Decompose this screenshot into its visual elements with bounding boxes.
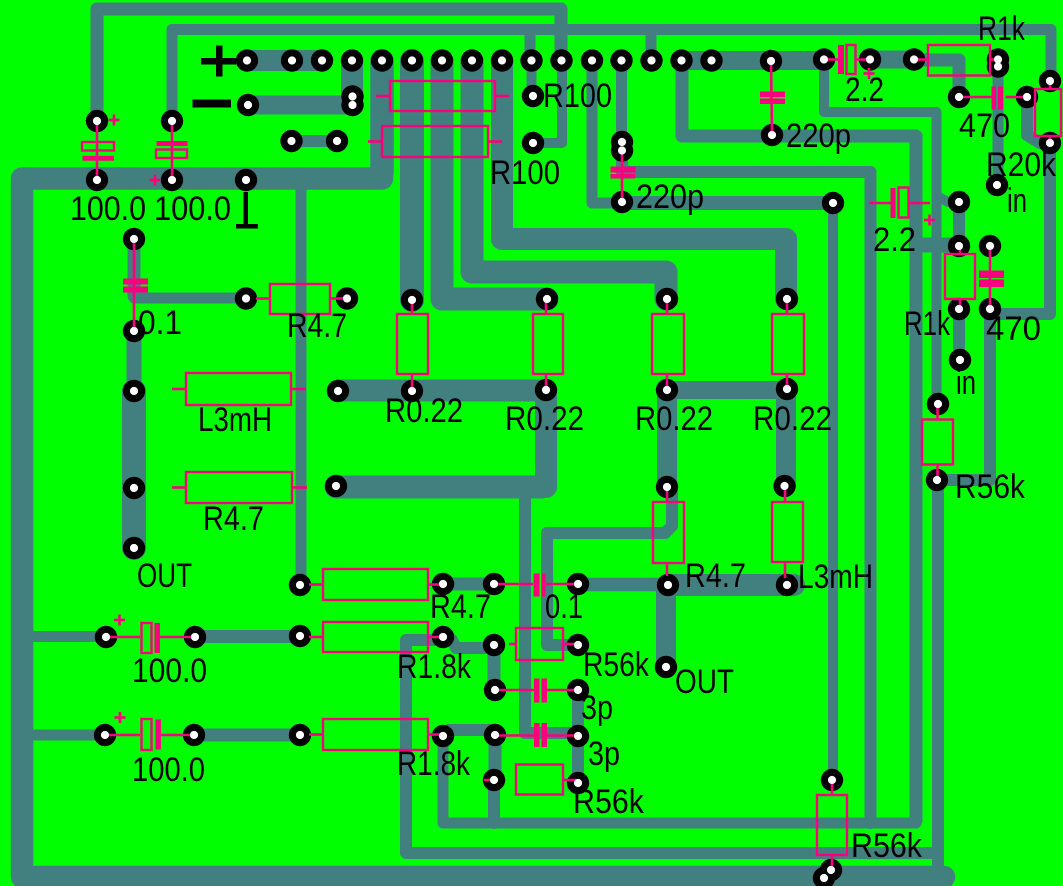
svg-text:100.0: 100.0 [70,190,146,228]
svg-text:2.2: 2.2 [845,71,884,109]
svg-text:R4.7: R4.7 [685,557,746,595]
svg-text:R56k: R56k [583,646,650,684]
svg-text:R56k: R56k [573,783,645,821]
svg-text:220p: 220p [636,178,704,216]
svg-text:OUT: OUT [675,663,734,701]
svg-text:R100: R100 [543,77,612,115]
svg-text:R100: R100 [490,154,560,192]
svg-text:100.0: 100.0 [132,652,207,690]
svg-text:R56k: R56k [851,827,923,865]
svg-text:R4.7: R4.7 [287,307,347,345]
svg-text:R1k: R1k [904,305,951,343]
svg-text:R20k: R20k [986,146,1057,184]
svg-text:OUT: OUT [137,557,192,595]
svg-text:R4.7: R4.7 [203,500,264,538]
svg-text:3p: 3p [581,689,613,727]
svg-text:R1k: R1k [978,10,1026,48]
svg-text:in: in [956,364,976,402]
svg-text:0.1: 0.1 [138,304,182,342]
svg-text:0.1: 0.1 [545,588,583,626]
svg-text:220p: 220p [786,117,851,155]
svg-text:100.0: 100.0 [132,751,205,789]
svg-text:100.0: 100.0 [154,190,231,228]
svg-text:3p: 3p [588,735,620,773]
svg-text:L3mH: L3mH [798,558,873,596]
svg-text:R56k: R56k [955,468,1026,506]
svg-text:R0.22: R0.22 [635,400,713,438]
svg-text:R4.7: R4.7 [430,588,491,626]
svg-text:L3mH: L3mH [198,401,272,439]
svg-text:R1.8k: R1.8k [397,745,471,783]
svg-text:R0.22: R0.22 [385,392,463,430]
svg-text:2.2: 2.2 [873,221,916,259]
svg-text:R0.22: R0.22 [753,400,832,438]
svg-text:in: in [1007,182,1027,220]
svg-text:R0.22: R0.22 [505,400,584,438]
svg-text:470: 470 [959,107,1010,145]
svg-text:470: 470 [986,310,1041,348]
svg-text:R1.8k: R1.8k [397,648,472,686]
